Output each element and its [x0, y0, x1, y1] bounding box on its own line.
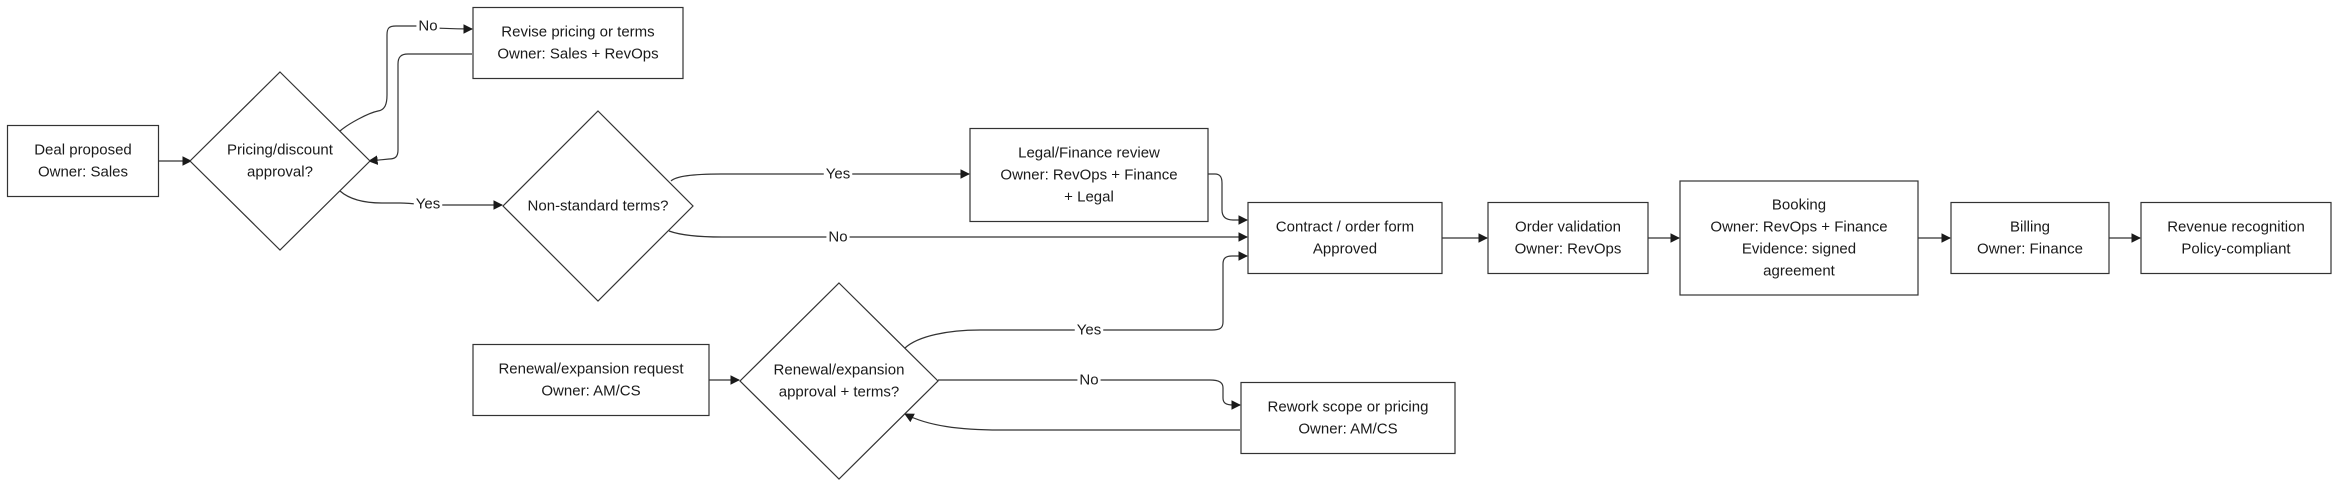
node-label-line: Booking — [1772, 197, 1826, 214]
edge-renewalq-to-rework — [938, 379, 1241, 410]
edge-revise-to-pricing — [368, 53, 472, 165]
node-label-line: Owner: Sales + RevOps — [497, 46, 658, 63]
node-label-line: approval? — [247, 164, 313, 181]
process-box — [1950, 201, 2110, 275]
process-box — [1247, 201, 1443, 275]
edge-label-yes: Yes — [416, 196, 440, 213]
node-label-line: Order validation — [1515, 219, 1621, 236]
node-label-line: Approved — [1313, 241, 1377, 258]
edge-label-background — [1074, 320, 1104, 340]
process-box — [2140, 201, 2332, 275]
process-box — [1679, 180, 1919, 296]
edge-label-no: No — [828, 229, 847, 246]
node-nonstd: Non-standard terms? — [502, 110, 694, 302]
node-label-line: Revenue recognition — [2167, 219, 2305, 236]
node-label-line: Policy-compliant — [2181, 241, 2291, 258]
node-label-line: Contract / order form — [1276, 219, 1414, 236]
edge-label-no: No — [1079, 372, 1098, 389]
process-box — [472, 6, 684, 80]
node-label-line: Renewal/expansion request — [498, 361, 684, 378]
node-label-line: Owner: Finance — [1977, 241, 2083, 258]
edge-label-background — [1077, 370, 1101, 390]
node-label-line: Owner: RevOps + Finance — [1000, 167, 1177, 184]
edge-nonstd-to-legal — [670, 169, 970, 182]
process-box — [969, 127, 1209, 223]
node-label-line: agreement — [1763, 263, 1836, 280]
node-label-line: Billing — [2010, 219, 2050, 236]
decision-diamond — [189, 71, 371, 251]
edge-label-background — [823, 164, 853, 184]
node-label-line: Owner: AM/CS — [541, 383, 640, 400]
edge-nonstd-to-contract — [668, 230, 1248, 242]
node-label-line: approval + terms? — [779, 384, 899, 401]
node-label-line: + Legal — [1064, 189, 1114, 206]
node-pricing: Pricing/discount approval? — [189, 71, 371, 251]
node-label-line: Rework scope or pricing — [1268, 399, 1429, 416]
node-label-line: Evidence: signed — [1742, 241, 1856, 258]
node-label-line: Renewal/expansion — [774, 362, 905, 379]
process-box — [1240, 381, 1456, 455]
edge-rework-to-renewalq — [904, 413, 1240, 431]
node-label-line: Non-standard terms? — [528, 198, 669, 215]
node-label-line: Owner: AM/CS — [1298, 421, 1397, 438]
node-label-line: Legal/Finance review — [1018, 145, 1160, 162]
edge-label-background — [416, 16, 440, 36]
node-label-line: Owner: RevOps — [1515, 241, 1622, 258]
node-label-line: Pricing/discount — [227, 142, 334, 159]
edge-pricing-to-revise — [339, 24, 473, 132]
node-label-line: Deal proposed — [34, 142, 132, 159]
edge-label-background — [413, 194, 443, 214]
process-box — [6, 124, 160, 198]
decision-diamond — [739, 282, 939, 480]
edge-legal-to-contract — [1208, 173, 1248, 225]
process-box — [1487, 201, 1649, 275]
edges — [159, 24, 2141, 431]
decision-diamond — [502, 110, 694, 302]
node-label-line: Revise pricing or terms — [501, 24, 654, 41]
edge-label-yes: Yes — [1077, 322, 1101, 339]
node-label-line: Owner: RevOps + Finance — [1710, 219, 1887, 236]
edge-renewalq-to-contract — [904, 251, 1248, 349]
process-box — [472, 343, 710, 417]
edge-label-background — [826, 227, 850, 247]
edge-label-no: No — [418, 18, 437, 35]
node-renewalq: Renewal/expansion approval + terms? — [739, 282, 939, 480]
edge-label-yes: Yes — [826, 166, 850, 183]
node-label-line: Owner: Sales — [38, 164, 128, 181]
